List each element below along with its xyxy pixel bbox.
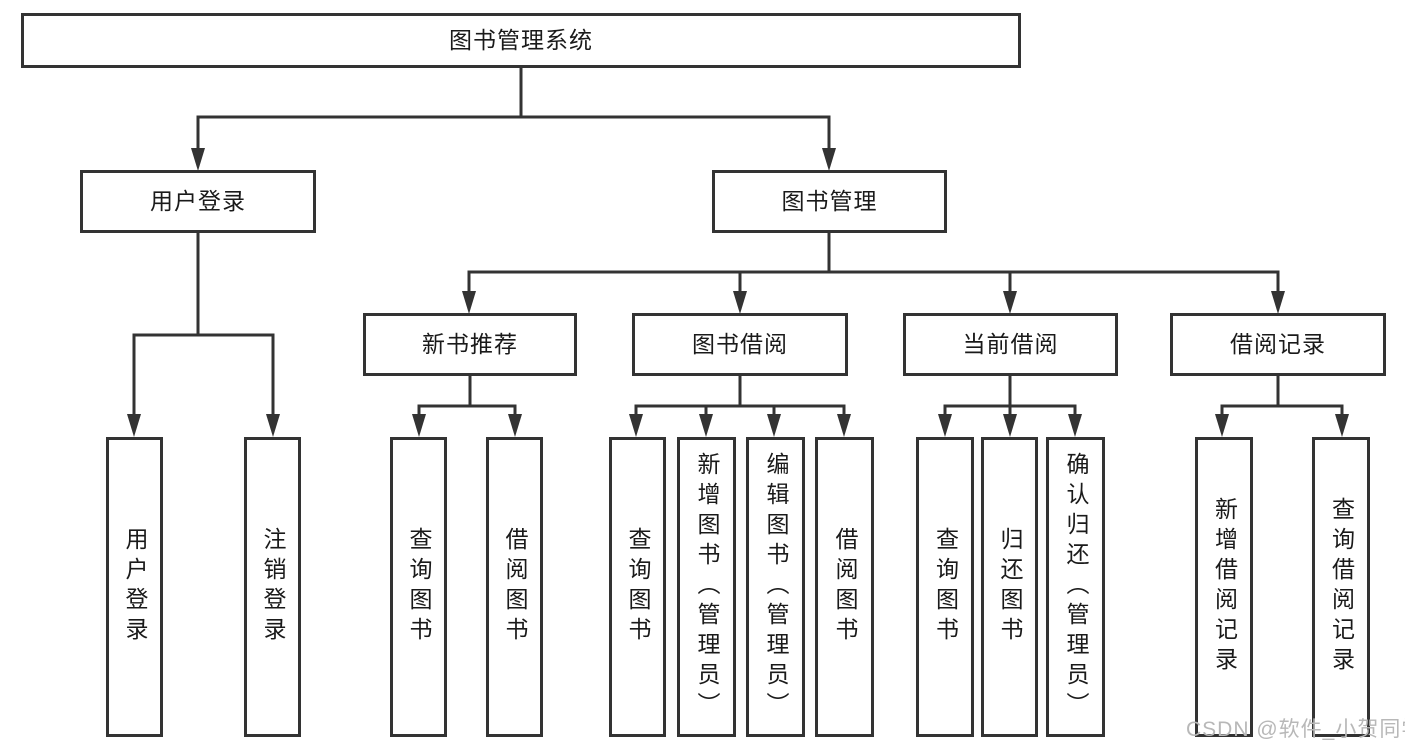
- leaf-add-book-admin: 新增图书（管理员）: [677, 437, 736, 737]
- node-label: 查询图书: [406, 527, 432, 647]
- leaf-query-books-recommend: 查询图书: [390, 437, 447, 737]
- arrow-down-icon: [938, 414, 952, 437]
- node-label: 查询图书: [625, 527, 651, 647]
- node-label: 注销登录: [260, 527, 286, 647]
- node-user-login: 用户登录: [80, 170, 316, 233]
- leaf-user-login: 用户登录: [106, 437, 163, 737]
- arrow-down-icon: [733, 291, 747, 314]
- node-label: 借阅图书: [832, 527, 858, 647]
- connector-line: [417, 376, 517, 419]
- arrow-down-icon: [462, 291, 476, 314]
- node-label: 借阅记录: [1230, 331, 1326, 357]
- node-borrowing-records: 借阅记录: [1170, 313, 1386, 376]
- arrow-down-icon: [822, 148, 836, 171]
- node-label: 当前借阅: [962, 331, 1059, 357]
- arrow-down-icon: [266, 414, 280, 437]
- node-library-management-system: 图书管理系统: [21, 13, 1021, 68]
- node-new-book-recommendation: 新书推荐: [363, 313, 577, 376]
- connector-line: [467, 233, 1280, 296]
- leaf-add-borrow-record: 新增借阅记录: [1195, 437, 1253, 737]
- leaf-logout: 注销登录: [244, 437, 301, 737]
- arrow-down-icon: [1215, 414, 1229, 437]
- connector-line: [943, 376, 1077, 419]
- arrow-down-icon: [699, 414, 713, 437]
- node-label: 用户登录: [122, 527, 148, 647]
- leaf-return-book: 归还图书: [981, 437, 1038, 737]
- connector-currentborrow-to-leaves: [938, 376, 1082, 437]
- csdn-watermark: CSDN @软件_小贺同学: [1186, 718, 1405, 741]
- node-label: 归还图书: [997, 527, 1023, 647]
- connector-line: [132, 233, 275, 419]
- node-current-borrowing: 当前借阅: [903, 313, 1118, 376]
- arrow-down-icon: [412, 414, 426, 437]
- leaf-borrow-books: 借阅图书: [815, 437, 874, 737]
- connector-borrowrecords-to-leaves: [1215, 376, 1349, 437]
- connector-line: [1220, 376, 1344, 419]
- arrow-down-icon: [1003, 291, 1017, 314]
- leaf-query-books-borrow: 查询图书: [609, 437, 666, 737]
- arrow-down-icon: [1271, 291, 1285, 314]
- connector-bookmgmt-to-level3: [462, 233, 1285, 314]
- node-label: 新增图书（管理员）: [694, 452, 720, 722]
- leaf-query-books-current: 查询图书: [916, 437, 974, 737]
- node-label: 图书管理系统: [449, 27, 593, 53]
- arrow-down-icon: [837, 414, 851, 437]
- arrow-down-icon: [1068, 414, 1082, 437]
- leaf-edit-book-admin: 编辑图书（管理员）: [746, 437, 805, 737]
- arrow-down-icon: [1335, 414, 1349, 437]
- connector-userlogin-to-leaves: [127, 233, 280, 437]
- connector-newbook-to-leaves: [412, 376, 522, 437]
- node-label: 查询借阅记录: [1328, 497, 1355, 677]
- leaf-borrow-books-recommend: 借阅图书: [486, 437, 543, 737]
- node-book-borrowing: 图书借阅: [632, 313, 848, 376]
- node-label: 确认归还（管理员）: [1063, 452, 1089, 722]
- arrow-down-icon: [127, 414, 141, 437]
- node-label: 借阅图书: [502, 527, 528, 647]
- node-label: 新书推荐: [422, 331, 518, 357]
- leaf-query-borrow-record: 查询借阅记录: [1312, 437, 1370, 737]
- arrow-down-icon: [191, 148, 205, 171]
- connector-line: [634, 376, 846, 419]
- node-label: 查询图书: [932, 527, 959, 647]
- node-label: 图书借阅: [692, 331, 788, 357]
- arrow-down-icon: [508, 414, 522, 437]
- arrow-down-icon: [629, 414, 643, 437]
- arrow-down-icon: [1003, 414, 1017, 437]
- leaf-confirm-return-admin: 确认归还（管理员）: [1046, 437, 1105, 737]
- node-book-management: 图书管理: [712, 170, 947, 233]
- connector-root-to-level2: [191, 68, 836, 171]
- node-label: 编辑图书（管理员）: [763, 452, 789, 722]
- connector-bookborrow-to-leaves: [629, 376, 851, 437]
- node-label: 图书管理: [781, 188, 878, 214]
- connector-line: [196, 68, 831, 152]
- arrow-down-icon: [767, 414, 781, 437]
- node-label: 新增借阅记录: [1211, 497, 1238, 677]
- node-label: 用户登录: [150, 188, 246, 214]
